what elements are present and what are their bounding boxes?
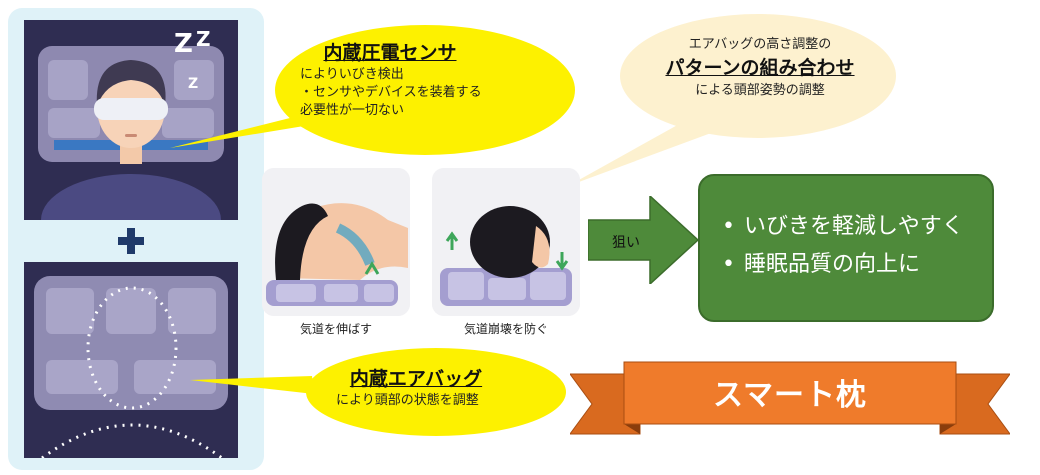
airbag-title: 内蔵エアバッグ (349, 368, 483, 390)
sensor-callout (170, 20, 580, 180)
sleep-z-large: Z (174, 29, 193, 59)
prevent-collapse-caption: 気道崩壊を防ぐ (463, 322, 548, 336)
sensor-line-2: ・センサやデバイスを装着する (300, 85, 482, 100)
pattern-title: パターンの組み合わせ (665, 57, 855, 79)
product-name: スマート枕 (712, 378, 868, 413)
plus-icon (116, 226, 146, 256)
goal-list: • いびきを軽減しやすく • 睡眠品質の向上に (722, 208, 964, 284)
goal-item: • 睡眠品質の向上に (722, 246, 964, 284)
airbag-line: により頭部の状態を調整 (336, 393, 479, 408)
pattern-line-1: エアバッグの高さ調整の (688, 37, 832, 52)
goal-item: • いびきを軽減しやすく (722, 208, 964, 246)
sleep-z-small: Z (188, 76, 198, 92)
airbag-callout-text: 内蔵エアバッグ により頭部の状態を調整 (336, 366, 546, 410)
sensor-callout-text: 内蔵圧電センサ によりいびき検出 ・センサやデバイスを装着する 必要性が一切ない (300, 40, 540, 120)
stretch-airway-art (262, 168, 410, 316)
pattern-callout (560, 8, 900, 188)
sleep-z-medium: Z (196, 27, 211, 51)
goal-arrow (587, 194, 700, 286)
stretch-airway-caption: 気道を伸ばす (299, 322, 372, 336)
sensor-line-1: によりいびき検出 (300, 67, 404, 82)
sleeping-person-illustration: Z Z Z (24, 20, 238, 220)
goal-text: 睡眠品質の向上に (744, 252, 921, 277)
goal-bullet: • (722, 214, 735, 239)
sensor-line-3: 必要性が一切ない (300, 103, 405, 118)
goal-bullet: • (722, 252, 735, 277)
prevent-collapse-card (432, 168, 580, 316)
sleeping-person-art: Z Z Z (24, 20, 238, 220)
pattern-line-3: による頭部姿勢の調整 (695, 83, 825, 98)
airbag-pillow-art (24, 262, 238, 458)
goal-box: • いびきを軽減しやすく • 睡眠品質の向上に (698, 174, 994, 322)
pattern-callout-text: エアバッグの高さ調整の パターンの組み合わせ による頭部姿勢の調整 (630, 36, 890, 100)
airbag-callout (190, 346, 570, 446)
sensor-title: 内蔵圧電センサ (323, 42, 457, 64)
product-banner (569, 356, 1011, 442)
prevent-collapse-art (432, 168, 580, 316)
goal-arrow-label: 狙い (612, 235, 640, 251)
airbag-pillow-illustration (24, 262, 238, 458)
goal-text: いびきを軽減しやすく (744, 214, 964, 239)
stretch-airway-card (262, 168, 410, 316)
